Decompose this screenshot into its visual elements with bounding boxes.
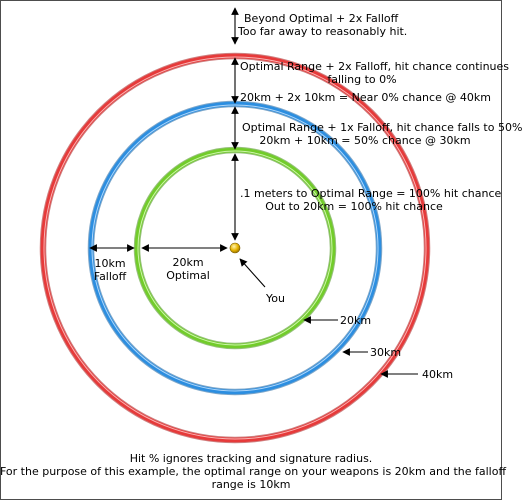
- diagram-graphics: [39, 7, 431, 444]
- footer-note: Hit % ignores tracking and signature rad…: [0, 452, 507, 491]
- falloff-width-label: 10km Falloff: [93, 257, 127, 283]
- you-dot: [229, 242, 241, 254]
- inner-ring-20km: [133, 146, 337, 350]
- beyond-optimal-label: Beyond Optimal + 2x Falloff Too far away…: [238, 12, 408, 38]
- you-pointer-arrow: [239, 258, 266, 288]
- optimal-1x-falloff-label: Optimal Range + 1x Falloff, hit chance f…: [242, 121, 522, 147]
- optimal-radius-label: 20km Optimal: [166, 256, 210, 282]
- ring-40km-label: 40km: [422, 368, 454, 381]
- you-label: You: [266, 292, 285, 305]
- within-optimal-label: .1 meters to Optimal Range = 100% hit ch…: [240, 187, 502, 213]
- ring-20km-label: 20km: [340, 314, 372, 327]
- ring-30km-label: 30km: [370, 346, 402, 359]
- optimal-2x-falloff-label: Optimal Range + 2x Falloff, hit chance c…: [240, 60, 510, 104]
- outer-ring-40km: [39, 52, 431, 444]
